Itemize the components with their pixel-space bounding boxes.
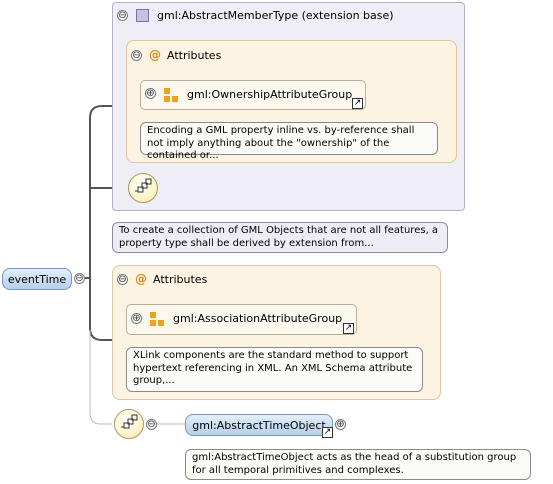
sequence-compositor-icon[interactable] xyxy=(128,173,158,203)
attributes-2-label: Attributes xyxy=(153,273,208,286)
abstract-time-object-documentation: gml:AbstractTimeObject acts as the head … xyxy=(185,449,531,480)
attribute-group-icon xyxy=(150,312,164,326)
extension-collapse-toggle[interactable]: ⊖ xyxy=(117,9,128,21)
attributes-1-collapse-toggle[interactable]: ⊖ xyxy=(131,49,142,61)
root-element-eventtime[interactable]: eventTime xyxy=(2,268,72,290)
sequence-compositor-icon[interactable] xyxy=(114,409,144,439)
sequence-collapse-toggle[interactable]: ⊖ xyxy=(146,418,157,430)
link-arrow-icon[interactable]: ↗ xyxy=(322,427,333,438)
attributes-2-collapse-toggle[interactable]: ⊖ xyxy=(117,273,128,285)
abstract-time-object-element[interactable]: gml:AbstractTimeObject xyxy=(185,414,333,436)
ownership-attribute-group-label[interactable]: gml:OwnershipAttributeGroup xyxy=(187,88,353,101)
extension-note: To create a collection of GML Objects th… xyxy=(112,222,448,253)
association-attribute-group-box[interactable] xyxy=(126,304,357,335)
ownership-attribute-group-box[interactable] xyxy=(140,80,366,110)
attribute-marker-icon: @ xyxy=(135,272,147,286)
link-arrow-icon[interactable]: ↗ xyxy=(343,323,354,334)
association-documentation: XLink components are the standard method… xyxy=(126,347,423,392)
ownership-expand-toggle[interactable]: ⊕ xyxy=(145,87,156,99)
association-expand-toggle[interactable]: ⊕ xyxy=(131,312,142,324)
complex-type-icon xyxy=(136,9,149,22)
extension-title: gml:AbstractMemberType (extension base) xyxy=(157,9,394,22)
abstract-time-object-expand-toggle[interactable]: ⊕ xyxy=(335,418,346,430)
link-arrow-icon[interactable]: ↗ xyxy=(352,98,363,109)
attribute-group-icon xyxy=(164,88,178,102)
attribute-marker-icon: @ xyxy=(149,48,161,62)
attributes-1-label: Attributes xyxy=(167,49,222,62)
ownership-documentation: Encoding a GML property inline vs. by-re… xyxy=(140,122,438,161)
association-attribute-group-label[interactable]: gml:AssociationAttributeGroup xyxy=(173,312,343,325)
root-collapse-toggle[interactable]: ⊖ xyxy=(74,272,85,284)
